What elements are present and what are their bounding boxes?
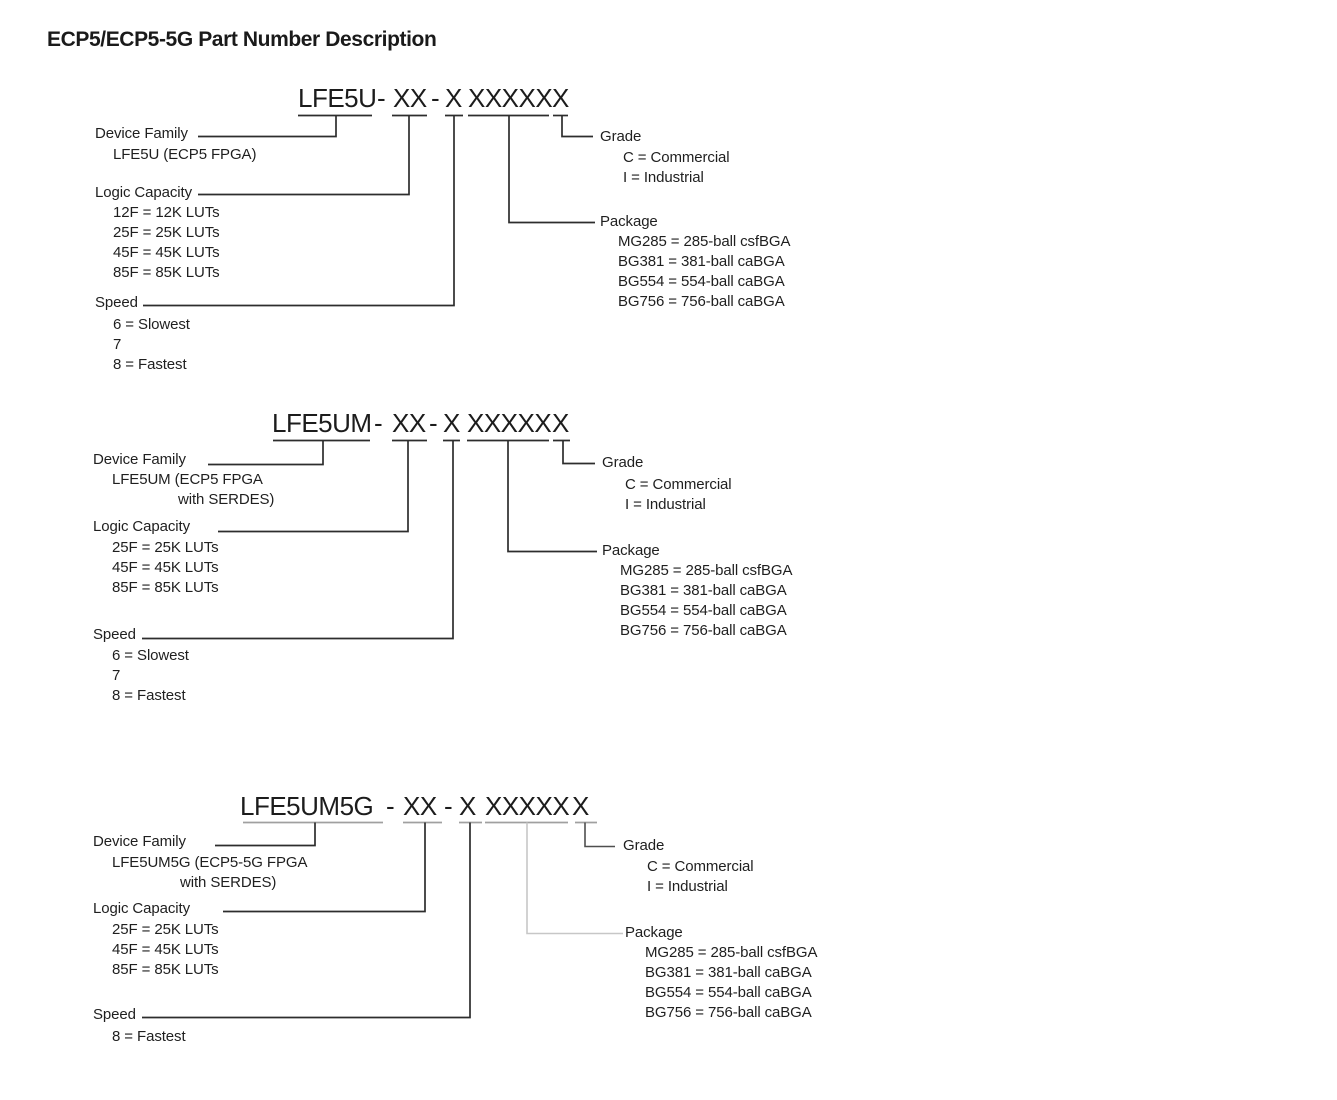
d3-logic-capacity-item: 85F = 85K LUTs: [112, 961, 219, 978]
d3-grade-connector: [584, 822, 615, 848]
d1-logic-capacity-item: 12F = 12K LUTs: [113, 204, 220, 221]
d1-logic-capacity-label: Logic Capacity: [95, 184, 192, 201]
d2-pn-grade: X: [552, 408, 569, 438]
d1-logic-capacity-item: 85F = 85K LUTs: [113, 264, 220, 281]
d3-pn-sep2: -: [444, 791, 453, 821]
d3-grade-item: C = Commercial: [647, 858, 754, 875]
d3-grade-label: Grade: [623, 837, 665, 854]
d2-grade-label: Grade: [602, 454, 644, 471]
d2-pn-sep1: -: [374, 408, 383, 438]
d2-speed-item: 6 = Slowest: [112, 647, 189, 664]
d2-pn-capacity: XX: [392, 408, 426, 438]
d3-package-item: BG756 = 756-ball caBGA: [645, 1004, 812, 1021]
d1-package-label: Package: [600, 213, 658, 230]
d2-package-item: BG381 = 381-ball caBGA: [620, 582, 787, 599]
d3-pn-capacity: XX: [403, 791, 437, 821]
d3-lines: [142, 821, 623, 1019]
d1-device-family-connector: [198, 115, 337, 138]
d2-device-family-value: with SERDES): [178, 491, 275, 508]
d2-logic-capacity-item: 25F = 25K LUTs: [112, 539, 219, 556]
d2-speed-item: 8 = Fastest: [112, 687, 186, 704]
d1-logic-capacity-item: 25F = 25K LUTs: [113, 224, 220, 241]
d1-device-family-label: Device Family: [95, 125, 188, 142]
d1-package-item: BG381 = 381-ball caBGA: [618, 253, 785, 270]
d3-speed-label: Speed: [93, 1006, 136, 1023]
d2-grade-item: I = Industrial: [625, 496, 706, 513]
d2-package-connector: [507, 440, 597, 553]
d2-pn-package: XXXXX: [467, 408, 552, 438]
d3-package-item: BG554 = 554-ball caBGA: [645, 984, 812, 1001]
d2-package-item: BG756 = 756-ball caBGA: [620, 622, 787, 639]
d2-grade-item: C = Commercial: [625, 476, 732, 493]
d1-pn-grade: X: [552, 83, 569, 113]
d1-speed-item: 8 = Fastest: [113, 356, 187, 373]
d1-speed-label: Speed: [95, 294, 138, 311]
d2-package-label: Package: [602, 542, 660, 559]
d1-pn-sep1: -: [377, 83, 386, 113]
d3-device-family-label: Device Family: [93, 833, 186, 850]
d2-logic-capacity-item: 45F = 45K LUTs: [112, 559, 219, 576]
d1-grade-connector: [561, 115, 593, 138]
d1-package-item: BG554 = 554-ball caBGA: [618, 273, 785, 290]
d3-pn-grade: X: [572, 791, 589, 821]
d2-logic-capacity-label: Logic Capacity: [93, 518, 190, 535]
d1-speed-item: 6 = Slowest: [113, 316, 190, 333]
d1-package-item: MG285 = 285-ball csfBGA: [618, 233, 791, 250]
d3-package-item: BG381 = 381-ball caBGA: [645, 964, 812, 981]
d3-pn-speed: X: [459, 791, 476, 821]
d1-pn-package: XXXXX: [468, 83, 553, 113]
page-title: ECP5/ECP5-5G Part Number Description: [47, 28, 437, 51]
d3-package-label: Package: [625, 924, 683, 941]
d1-pn-family: LFE5U: [298, 83, 377, 113]
d3-logic-capacity-item: 45F = 45K LUTs: [112, 941, 219, 958]
d1-pn-sep2: -: [431, 83, 440, 113]
d2-device-family-connector: [208, 440, 324, 466]
d2-logic-capacity-item: 85F = 85K LUTs: [112, 579, 219, 596]
d1-grade-item: C = Commercial: [623, 149, 730, 166]
d3-device-family-connector: [215, 822, 316, 847]
d2-device-family-label: Device Family: [93, 451, 186, 468]
d1-package-connector: [508, 115, 595, 224]
d2-pn-sep2: -: [429, 408, 438, 438]
d2-speed-label: Speed: [93, 626, 136, 643]
d3-pn-family: LFE5UM5G: [240, 791, 374, 821]
d3-pn-sep1: -: [386, 791, 395, 821]
d1-device-family-value: LFE5U (ECP5 FPGA): [113, 146, 257, 163]
d3-dark-connectors: [142, 822, 471, 1019]
d2-package-item: BG554 = 554-ball caBGA: [620, 602, 787, 619]
d3-logic-capacity-item: 25F = 25K LUTs: [112, 921, 219, 938]
d3-device-family-value: with SERDES): [180, 874, 277, 891]
d3-device-family-value: LFE5UM5G (ECP5-5G FPGA: [112, 854, 308, 871]
d2-package-item: MG285 = 285-ball csfBGA: [620, 562, 793, 579]
d1-package-item: BG756 = 756-ball caBGA: [618, 293, 785, 310]
d1-speed-item: 7: [113, 336, 122, 353]
d3-pn-package: XXXXX: [485, 791, 570, 821]
d2-speed-item: 7: [112, 667, 121, 684]
d1-pn-speed: X: [445, 83, 462, 113]
d3-package-item: MG285 = 285-ball csfBGA: [645, 944, 818, 961]
d1-grade-item: I = Industrial: [623, 169, 704, 186]
d3-speed-item: 8 = Fastest: [112, 1028, 186, 1045]
d2-pn-family: LFE5UM: [272, 408, 372, 438]
d2-pn-speed: X: [443, 408, 460, 438]
d3-speed-connector: [142, 822, 471, 1019]
d2-grade-connector: [562, 440, 595, 465]
d1-logic-capacity-item: 45F = 45K LUTs: [113, 244, 220, 261]
d3-package-connector: [526, 822, 623, 935]
d3-logic-capacity-label: Logic Capacity: [93, 900, 190, 917]
d3-grade-item: I = Industrial: [647, 878, 728, 895]
d1-pn-capacity: XX: [393, 83, 427, 113]
d2-device-family-value: LFE5UM (ECP5 FPGA: [112, 471, 263, 488]
d1-grade-label: Grade: [600, 128, 642, 145]
